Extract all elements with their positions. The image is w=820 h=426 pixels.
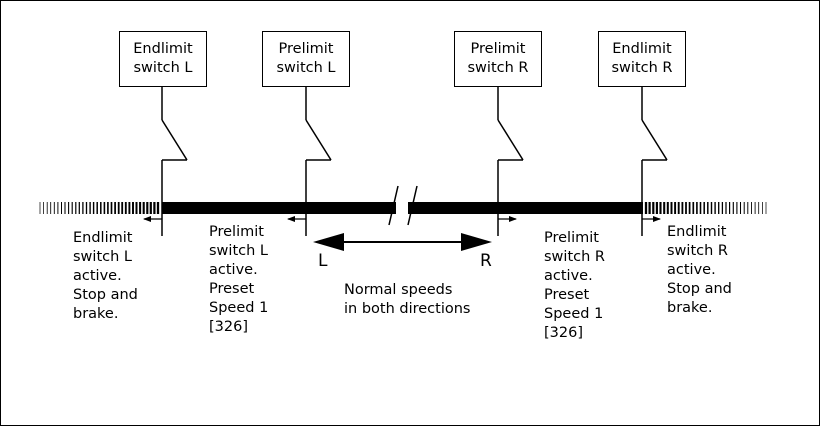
endlimit-switch-r-label: Endlimit switch R [611,41,673,76]
endlimit-switch-l-box: Endlimit switch L [119,31,207,87]
prelimit-switch-l-box: Prelimit switch L [262,31,350,87]
endlimit-switch-r-symbol [641,87,668,236]
prelimit-switch-l-symbol [305,87,332,236]
normal-speed-double-arrow [313,233,492,251]
endlimit-switch-r-box: Endlimit switch R [598,31,686,87]
right-end-zone-hatching [644,202,767,214]
endlimit-r-zone-text: Endlimit switch R active. Stop and brake… [667,224,732,316]
track-break-mark-2 [407,185,418,226]
prelimit-r-zone-text: Prelimit switch R active. Preset Speed 1… [544,230,605,341]
prelimit-switch-r-symbol [497,87,524,236]
prelimit-switch-r-label: Prelimit switch R [467,41,529,76]
prelimit-switch-l-label: Prelimit switch L [276,41,336,76]
normal-speeds-text: Normal speeds in both directions [344,282,471,317]
track-break-mark-1 [388,185,399,226]
endlimit-l-zone-text: Endlimit switch L active. Stop and brake… [73,230,138,322]
prelimit-l-zone-text: Prelimit switch L active. Preset Speed 1… [209,224,269,335]
direction-label-right: R [480,251,492,271]
prelimit-switch-r-box: Prelimit switch R [454,31,542,87]
left-end-zone-hatching [39,202,160,214]
endlimit-switch-l-symbol [161,87,188,236]
track-bar-left [162,202,396,214]
direction-label-left: L [318,251,328,271]
track-bar-right [408,202,643,214]
endlimit-switch-l-label: Endlimit switch L [133,41,193,76]
